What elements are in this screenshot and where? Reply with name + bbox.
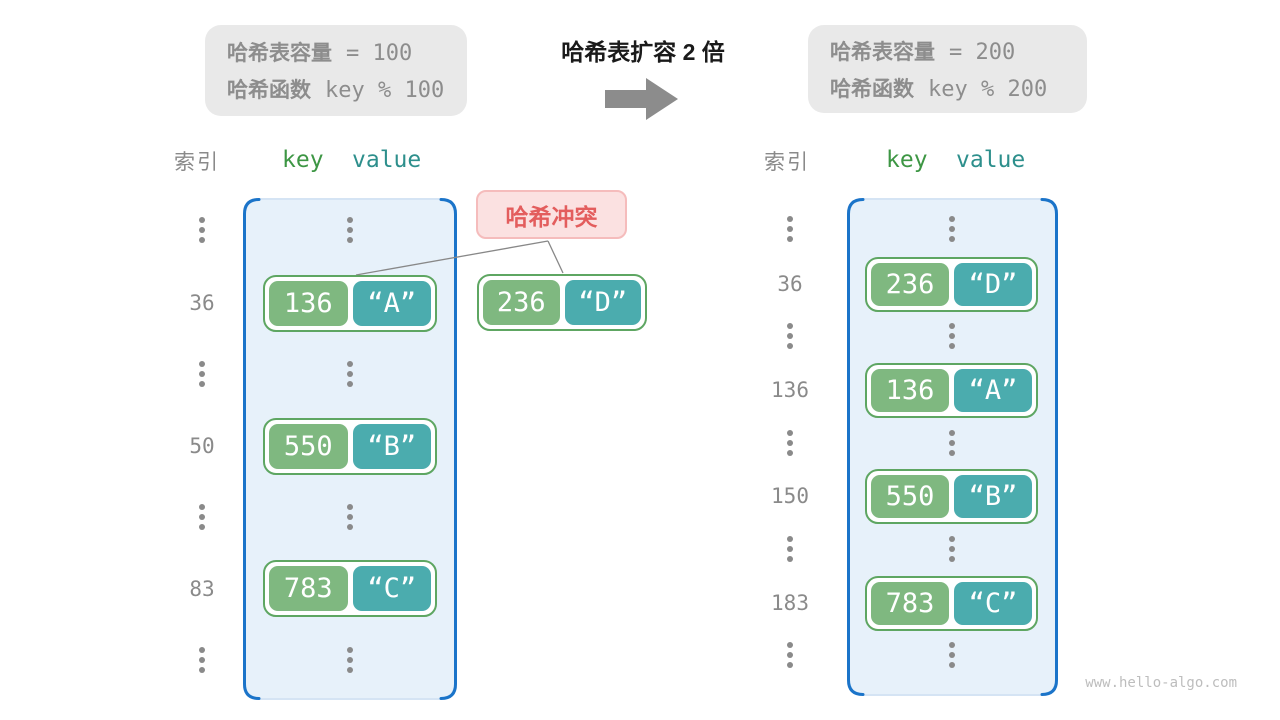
hash-function-line: 哈希函数 key % 100 [227, 74, 445, 104]
key-box: 550 [269, 424, 348, 469]
value-box: “D” [954, 263, 1032, 306]
hash-function-label: 哈希函数 [227, 79, 311, 102]
vertical-ellipsis-icon [787, 323, 793, 349]
value-box: “A” [954, 369, 1032, 412]
vertical-ellipsis-icon [347, 217, 353, 243]
capacity-line: 哈希表容量 = 100 [227, 37, 445, 67]
index-label: 50 [189, 434, 215, 458]
vertical-ellipsis-icon [347, 504, 353, 530]
value-box: “C” [954, 582, 1032, 625]
vertical-ellipsis-icon [949, 323, 955, 349]
key-box: 783 [269, 566, 348, 611]
kv-pair: 783 “C” [865, 576, 1038, 631]
kv-pair: 236 “D” [865, 257, 1038, 312]
key-box: 783 [871, 582, 949, 625]
right-index-header: 索引 [764, 151, 810, 174]
hash-function-line: 哈希函数 key % 200 [830, 73, 1065, 103]
kv-pair: 783 “C” [263, 560, 437, 617]
collision-line-to-236 [547, 240, 564, 274]
capacity-label: 哈希表容量 [830, 40, 935, 64]
key-box: 136 [871, 369, 949, 412]
vertical-ellipsis-icon [347, 361, 353, 387]
key-box: 550 [871, 475, 949, 518]
kv-pair: 136 “A” [865, 363, 1038, 418]
vertical-ellipsis-icon [949, 642, 955, 668]
kv-pair-colliding: 236 “D” [477, 274, 647, 331]
vertical-ellipsis-icon [199, 217, 205, 243]
key-box: 236 [871, 263, 949, 306]
vertical-ellipsis-icon [787, 430, 793, 456]
arrow-right-icon [605, 78, 678, 120]
hash-function-value: key % 200 [928, 76, 1048, 102]
hash-function-label: 哈希函数 [830, 77, 914, 101]
capacity-value: = 200 [949, 39, 1016, 65]
vertical-ellipsis-icon [787, 642, 793, 668]
vertical-ellipsis-icon [787, 216, 793, 242]
index-label: 150 [771, 484, 809, 508]
capacity-value: = 100 [346, 41, 413, 66]
vertical-ellipsis-icon [199, 361, 205, 387]
vertical-ellipsis-icon [199, 647, 205, 673]
key-box: 236 [483, 280, 560, 325]
left-value-header: value [352, 147, 422, 173]
right-key-header: key [886, 147, 928, 173]
index-label: 36 [777, 272, 803, 296]
hash-function-value: key % 100 [325, 78, 445, 103]
capacity-label: 哈希表容量 [227, 42, 332, 65]
vertical-ellipsis-icon [199, 504, 205, 530]
value-box: “B” [352, 424, 431, 469]
capacity-box-after: 哈希表容量 = 200 哈希函数 key % 200 [808, 25, 1087, 113]
index-label: 136 [771, 378, 809, 402]
vertical-ellipsis-icon [949, 536, 955, 562]
vertical-ellipsis-icon [347, 647, 353, 673]
vertical-ellipsis-icon [787, 536, 793, 562]
index-label: 183 [771, 591, 809, 615]
index-label: 83 [189, 577, 215, 601]
kv-pair: 136 “A” [263, 275, 437, 332]
kv-pair: 550 “B” [263, 418, 437, 475]
left-key-header: key [282, 147, 324, 173]
key-box: 136 [269, 281, 348, 326]
hash-collision-text: 哈希冲突 [505, 203, 598, 230]
value-box: “D” [564, 280, 641, 325]
vertical-ellipsis-icon [949, 430, 955, 456]
capacity-line: 哈希表容量 = 200 [830, 36, 1065, 66]
index-label: 36 [189, 291, 215, 315]
watermark: www.hello-algo.com [1085, 675, 1237, 691]
kv-pair: 550 “B” [865, 469, 1038, 524]
value-box: “A” [352, 281, 431, 326]
capacity-box-before: 哈希表容量 = 100 哈希函数 key % 100 [205, 25, 467, 116]
right-value-header: value [956, 147, 1026, 173]
vertical-ellipsis-icon [949, 216, 955, 242]
left-index-header: 索引 [174, 151, 220, 174]
expand-title: 哈希表扩容 2 倍 [561, 39, 725, 65]
value-box: “B” [954, 475, 1032, 518]
hash-collision-label: 哈希冲突 [476, 190, 627, 239]
value-box: “C” [352, 566, 431, 611]
